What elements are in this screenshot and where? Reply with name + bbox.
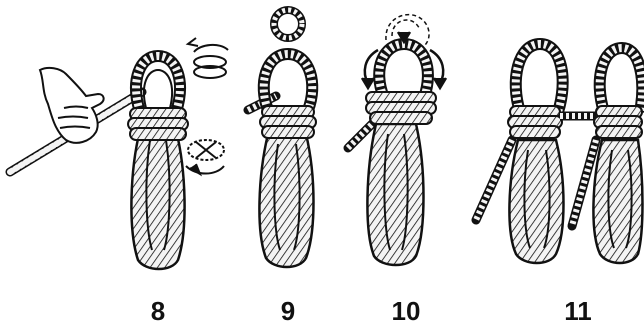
wraps (260, 106, 316, 138)
step-9-figure (248, 10, 316, 267)
step-11-figure (476, 44, 643, 263)
right-coil-body (593, 140, 642, 263)
wraps (366, 92, 436, 124)
step-number-8: 8 (151, 296, 165, 327)
coil-body (367, 124, 423, 265)
left-coil-body (509, 140, 563, 263)
step-10-figure (348, 15, 446, 265)
coil-body (131, 130, 184, 269)
step-number-10: 10 (392, 296, 421, 327)
twist-arrow-icon (186, 140, 224, 174)
coil-body (259, 134, 313, 267)
rotate-arrow-icon (188, 38, 228, 78)
hand-icon (40, 68, 104, 143)
step-number-11: 11 (564, 296, 592, 327)
step-8-figure (10, 38, 228, 269)
step-number-9: 9 (281, 296, 295, 327)
wraps (128, 108, 188, 140)
